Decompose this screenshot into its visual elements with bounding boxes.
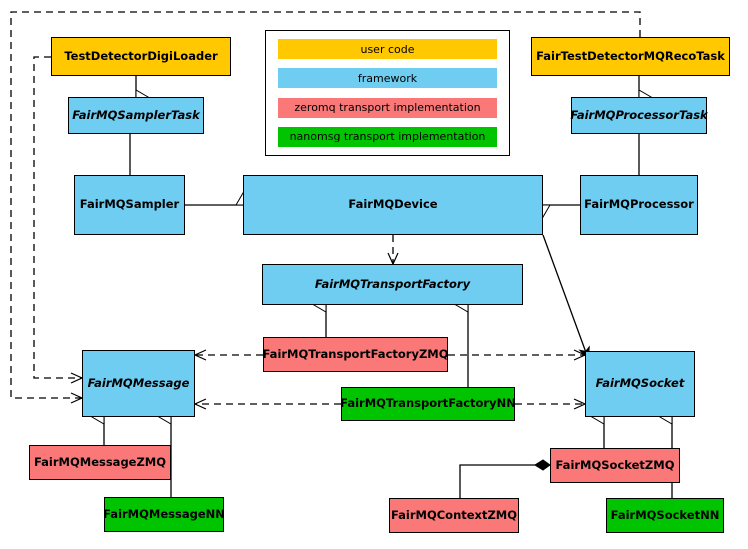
class-node-FairMQProcessorTask[interactable]: FairMQProcessorTask (570, 97, 708, 134)
class-node-FairTestDetectorMQRecoTask[interactable]: FairTestDetectorMQRecoTask (531, 37, 730, 76)
legend-item-framework: framework (278, 68, 497, 89)
class-node-label: TestDetectorDigiLoader (64, 48, 218, 63)
class-node-label: FairMQSamplerTask (72, 107, 200, 122)
class-node-FairMQContextZMQ[interactable]: FairMQContextZMQ (389, 498, 519, 533)
class-node-FairMQMessageZMQ[interactable]: FairMQMessageZMQ (29, 445, 171, 480)
class-node-FairMQMessageNN[interactable]: FairMQMessageNN (103, 497, 225, 532)
class-node-TestDetectorDigiLoader[interactable]: TestDetectorDigiLoader (51, 37, 231, 76)
class-node-label: FairMQTransportFactoryZMQ (262, 346, 449, 361)
class-node-label: FairMQContextZMQ (390, 507, 518, 522)
class-node-label: FairMQTransportFactoryNN (340, 396, 516, 411)
class-node-label: FairMQMessage (87, 375, 190, 390)
class-node-label: FairTestDetectorMQRecoTask (536, 48, 725, 63)
legend-item-user-code: user code (278, 39, 497, 59)
class-node-label: FairMQSampler (79, 197, 180, 212)
class-node-FairMQMessage[interactable]: FairMQMessage (82, 350, 195, 417)
class-node-FairMQTransportFactoryZMQ[interactable]: FairMQTransportFactoryZMQ (262, 337, 449, 372)
class-node-FairMQSocket[interactable]: FairMQSocket (585, 351, 695, 417)
class-node-FairMQDevice[interactable]: FairMQDevice (243, 175, 543, 235)
class-node-label: FairMQMessageZMQ (33, 454, 167, 469)
class-node-FairMQTransportFactoryNN[interactable]: FairMQTransportFactoryNN (340, 387, 516, 421)
class-node-FairMQProcessor[interactable]: FairMQProcessor (580, 175, 698, 235)
class-node-FairMQSocketZMQ[interactable]: FairMQSocketZMQ (550, 448, 680, 483)
class-node-FairMQSampler[interactable]: FairMQSampler (74, 175, 185, 235)
legend-label-framework: framework (357, 71, 418, 85)
legend: user code framework zeromq transport imp… (265, 30, 510, 156)
legend-item-zeromq: zeromq transport implementation (278, 97, 497, 118)
legend-item-nanomsg: nanomsg transport implementation (278, 126, 497, 147)
class-node-FairMQSamplerTask[interactable]: FairMQSamplerTask (68, 97, 204, 134)
class-node-label: FairMQTransportFactory (314, 276, 471, 291)
class-node-FairMQTransportFactory[interactable]: FairMQTransportFactory (262, 264, 523, 305)
class-node-label: FairMQSocketNN (610, 507, 720, 522)
class-node-label: FairMQProcessorTask (570, 107, 708, 122)
legend-label-nanomsg: nanomsg transport implementation (289, 130, 486, 144)
class-node-label: FairMQMessageNN (103, 506, 225, 521)
legend-label-user-code: user code (360, 42, 415, 56)
class-node-label: FairMQSocketZMQ (555, 457, 675, 472)
class-node-label: FairMQProcessor (584, 197, 694, 212)
legend-label-zeromq: zeromq transport implementation (294, 101, 481, 115)
class-node-label: FairMQDevice (348, 197, 438, 212)
class-node-FairMQSocketNN[interactable]: FairMQSocketNN (606, 498, 724, 533)
class-node-label: FairMQSocket (595, 376, 685, 391)
